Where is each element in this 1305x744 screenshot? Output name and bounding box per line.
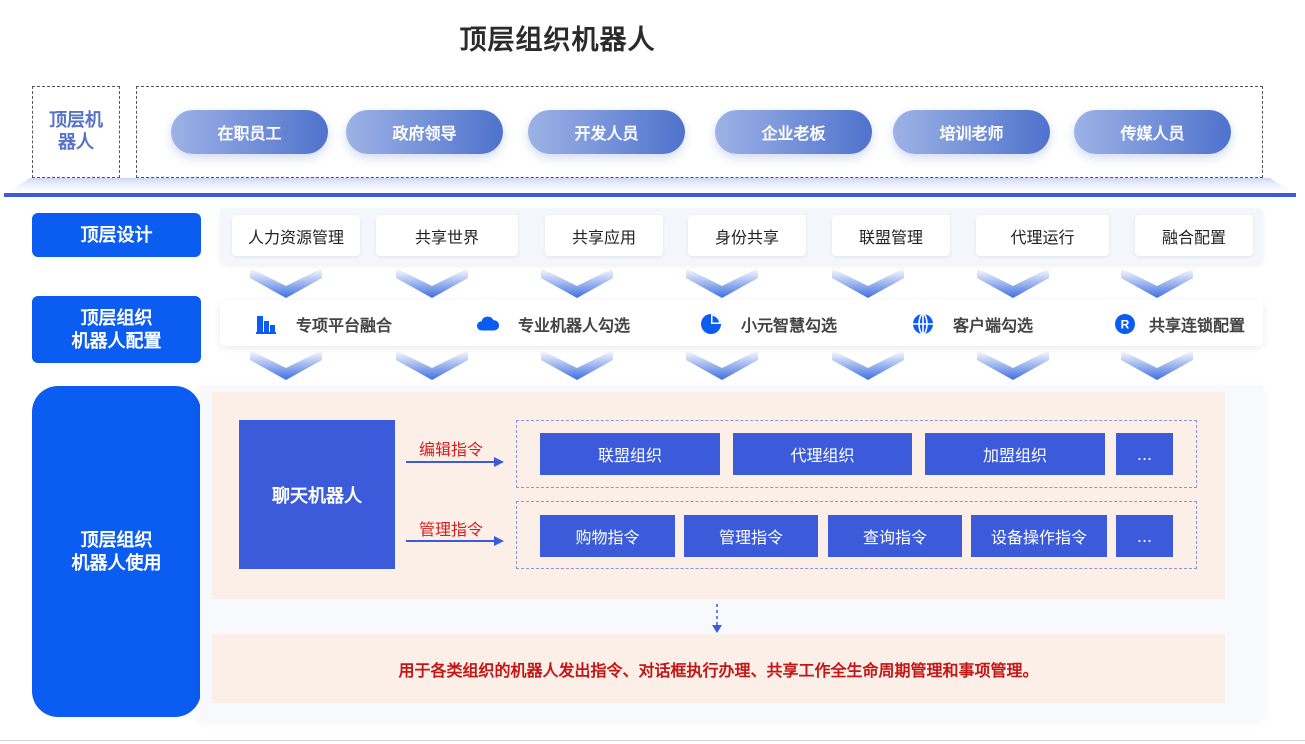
pie-chart-icon (699, 312, 723, 336)
edit-command-item[interactable]: 加盟组织 (925, 433, 1105, 475)
design-item[interactable]: 共享应用 (545, 215, 663, 256)
config-item[interactable]: 小元智慧勾选 (699, 310, 837, 338)
manage-command-item[interactable]: 管理指令 (684, 515, 818, 557)
config-item[interactable]: R 共享连锁配置 (1113, 310, 1245, 338)
manage-command-group (516, 501, 1197, 569)
cloud-icon (476, 312, 500, 336)
edit-command-group (516, 420, 1197, 488)
section-label-design: 顶层设计 (32, 213, 201, 257)
bottom-divider (0, 740, 1305, 741)
role-pill[interactable]: 开发人员 (528, 110, 685, 154)
down-arrow-icon (1121, 268, 1193, 298)
summary-text: 用于各类组织的机器人发出指令、对话框执行办理、共享工作全生命周期管理和事项管理。 (398, 660, 1039, 680)
section-label-usage-line1: 顶层组织 (80, 529, 153, 551)
config-item[interactable]: 专项平台融合 (254, 310, 392, 338)
right-arrow-icon (406, 536, 504, 546)
config-item-label: 客户端勾选 (953, 316, 1034, 335)
edit-command-item[interactable]: 联盟组织 (540, 433, 720, 475)
building-chart-icon (254, 312, 278, 336)
platform-divider (4, 178, 1296, 197)
design-item[interactable]: 联盟管理 (832, 215, 950, 256)
section-label-config: 顶层组织 机器人配置 (32, 296, 201, 363)
manage-command-label: 管理指令 (419, 520, 484, 539)
section-label-config-line1: 顶层组织 (80, 307, 153, 329)
config-item-label: 共享连锁配置 (1149, 316, 1246, 335)
down-arrow-icon (1121, 350, 1193, 380)
config-item-label: 专业机器人勾选 (518, 316, 631, 335)
section-label-config-line2: 机器人配置 (71, 330, 162, 352)
manage-command-item[interactable]: 查询指令 (828, 515, 962, 557)
down-arrow-icon (396, 268, 468, 298)
role-pill[interactable]: 传媒人员 (1074, 110, 1231, 154)
right-arrow-icon (406, 457, 504, 467)
manage-command-item[interactable]: 设备操作指令 (971, 515, 1107, 557)
registered-icon: R (1113, 312, 1137, 336)
down-arrow-icon (541, 350, 613, 380)
role-pill[interactable]: 政府领导 (346, 110, 503, 154)
down-arrow-icon (250, 350, 322, 380)
dashed-down-arrow-icon (712, 604, 722, 633)
config-item-label: 专项平台融合 (296, 316, 393, 335)
down-arrow-icon (977, 350, 1049, 380)
down-arrow-icon (832, 350, 904, 380)
role-pill[interactable]: 培训老师 (893, 110, 1050, 154)
edit-command-more[interactable]: ... (1116, 433, 1173, 475)
chatbot-block[interactable]: 聊天机器人 (239, 420, 395, 569)
top-robot-label-text: 顶层机器人 (49, 110, 103, 153)
globe-icon (911, 312, 935, 336)
roles-container: 在职员工 政府领导 开发人员 企业老板 培训老师 传媒人员 (136, 86, 1263, 178)
design-item[interactable]: 人力资源管理 (232, 215, 360, 256)
config-item[interactable]: 专业机器人勾选 (476, 310, 630, 338)
svg-text:R: R (1121, 318, 1130, 332)
summary-band (212, 634, 1225, 703)
down-arrow-icon (686, 350, 758, 380)
down-arrow-icon (250, 268, 322, 298)
design-item[interactable]: 融合配置 (1135, 215, 1253, 256)
down-arrow-icon (832, 268, 904, 298)
config-band (220, 300, 1263, 346)
section-label-usage: 顶层组织 机器人使用 (32, 386, 201, 717)
edit-command-label: 编辑指令 (419, 440, 484, 459)
down-arrow-icon (541, 268, 613, 298)
role-pill[interactable]: 在职员工 (171, 110, 328, 154)
page-title: 顶层组织机器人 (459, 25, 656, 56)
design-item[interactable]: 代理运行 (976, 215, 1109, 256)
design-item[interactable]: 共享世界 (376, 215, 518, 256)
manage-command-more[interactable]: ... (1116, 515, 1173, 557)
section-label-usage-line2: 机器人使用 (71, 552, 162, 574)
manage-command-item[interactable]: 购物指令 (540, 515, 675, 557)
top-robot-label: 顶层机器人 (32, 86, 120, 178)
down-arrow-icon (686, 268, 758, 298)
config-item[interactable]: 客户端勾选 (911, 310, 1033, 338)
edit-command-item[interactable]: 代理组织 (733, 433, 912, 475)
role-pill[interactable]: 企业老板 (715, 110, 872, 154)
design-item[interactable]: 身份共享 (688, 215, 806, 256)
config-item-label: 小元智慧勾选 (741, 316, 838, 335)
down-arrow-icon (396, 350, 468, 380)
down-arrow-icon (977, 268, 1049, 298)
